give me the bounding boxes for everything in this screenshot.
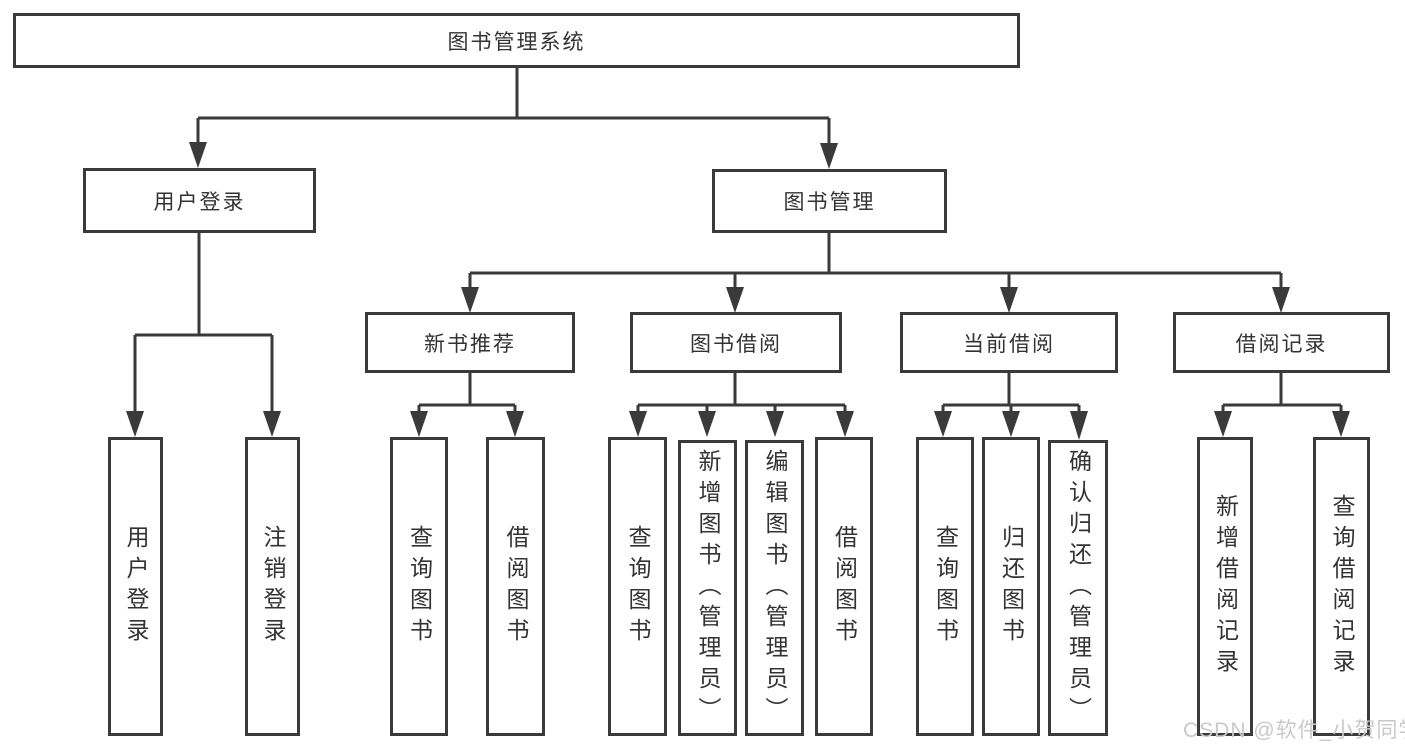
leaf-edit-books-admin: 编辑图书（管理员） <box>745 440 804 736</box>
node-book-management: 图书管理 <box>712 169 947 233</box>
leaf-add-books-admin: 新增图书（管理员） <box>678 440 737 736</box>
node-book-borrowing: 图书借阅 <box>630 312 842 373</box>
node-current-borrowing: 当前借阅 <box>900 312 1118 373</box>
leaf-borrow-books-borrowing: 借阅图书 <box>815 437 873 736</box>
node-library-system: 图书管理系统 <box>13 13 1020 68</box>
node-user-login: 用户登录 <box>83 168 316 233</box>
leaf-user-login: 用户登录 <box>108 437 163 736</box>
leaf-query-books-current: 查询图书 <box>916 437 974 736</box>
leaf-return-books: 归还图书 <box>982 437 1040 736</box>
leaf-logout-login: 注销登录 <box>245 437 300 736</box>
leaf-add-borrow-record: 新增借阅记录 <box>1197 437 1253 736</box>
leaf-query-books-borrowing: 查询图书 <box>608 437 667 736</box>
watermark: CSDN @软件_小贺同学 <box>1183 719 1405 742</box>
node-new-book-recommendation: 新书推荐 <box>365 312 575 373</box>
leaf-confirm-return-admin: 确认归还（管理员） <box>1048 440 1108 736</box>
node-borrowing-records: 借阅记录 <box>1173 312 1390 373</box>
leaf-query-books-recommend: 查询图书 <box>390 437 448 736</box>
leaf-borrow-books-recommend: 借阅图书 <box>486 437 545 736</box>
leaf-query-borrow-record: 查询借阅记录 <box>1313 437 1370 736</box>
